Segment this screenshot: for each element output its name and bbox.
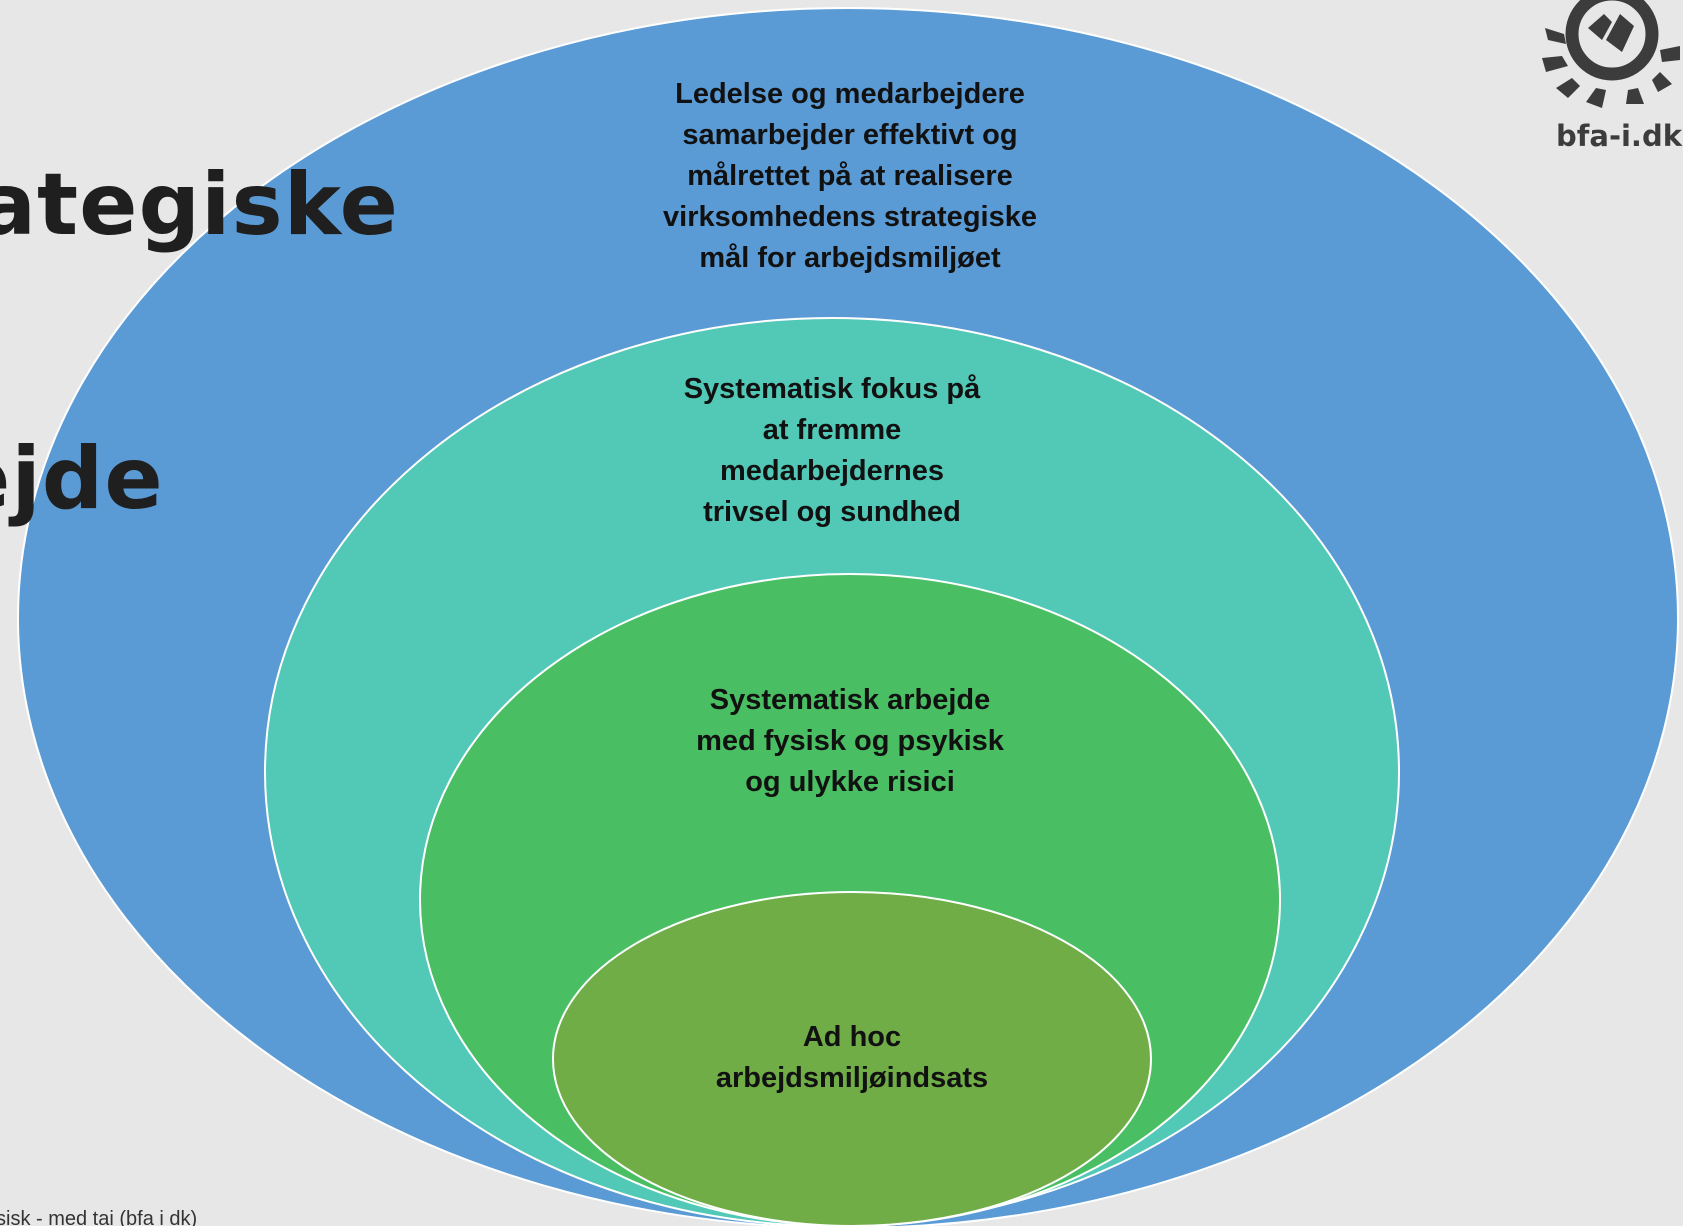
slide-title-line-2: ejde: [0, 429, 164, 529]
second-ring-text: Systematisk fokus på at fremme medarbejd…: [632, 369, 1032, 533]
second-ring-line: trivsel og sundhed: [703, 496, 961, 528]
outer-ring-text: Ledelse og medarbejdere samarbejder effe…: [600, 74, 1100, 279]
third-ring-line: Systematisk arbejde: [709, 684, 991, 716]
inner-ring-line: Ad hoc: [802, 1021, 902, 1053]
outer-ring-line: virksomhedens strategiske: [663, 201, 1037, 233]
third-ring-text: Systematisk arbejde med fysisk og psykis…: [650, 680, 1050, 803]
bfa-sun-logo-icon: [1542, 0, 1680, 108]
second-ring-line: Systematisk fokus på: [683, 373, 981, 405]
second-ring-line: medarbejdernes: [719, 455, 945, 487]
outer-ring-line: Ledelse og medarbejdere: [675, 78, 1025, 110]
slide-title: ategiske ejde: [0, 0, 399, 710]
inner-ellipse: [552, 891, 1152, 1226]
second-ring-line: at fremme: [762, 414, 902, 446]
third-ring-line: med fysisk og psykisk: [696, 725, 1004, 757]
outer-ring-line: mål for arbejdsmiljøet: [699, 242, 1001, 274]
inner-ring-text: Ad hoc arbejdsmiljøindsats: [652, 1017, 1052, 1099]
third-ring-line: og ulykke risici: [745, 766, 955, 798]
slide-title-line-1: ategiske: [0, 155, 399, 255]
outer-ring-line: samarbejder effektivt og: [682, 119, 1018, 151]
outer-ring-line: målrettet på at realisere: [687, 160, 1013, 192]
logo-text: bfa-i.dk: [1556, 119, 1682, 153]
inner-ring-line: arbejdsmiljøindsats: [715, 1062, 989, 1094]
footer-source-text: sisk - med tai (bfa i dk): [0, 1208, 198, 1226]
